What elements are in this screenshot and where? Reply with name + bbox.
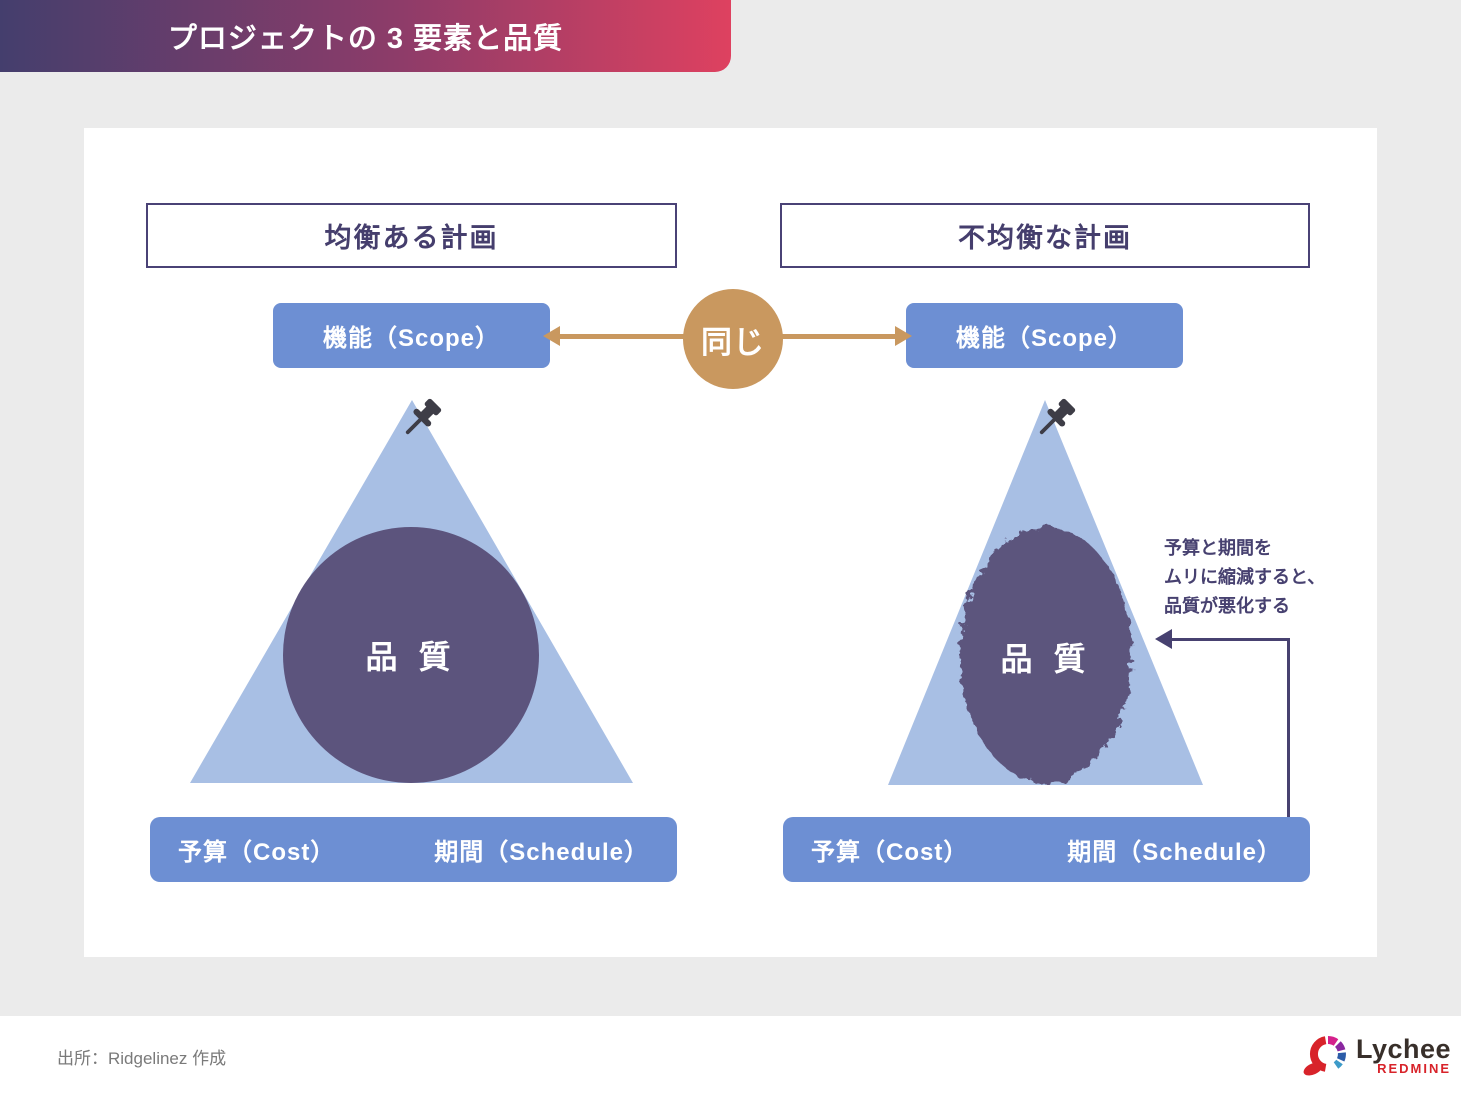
header-bar: プロジェクトの 3 要素と品質 <box>0 0 731 72</box>
right-scope-box: 機能（Scope） <box>906 303 1183 368</box>
logo-subtext: REDMINE <box>1377 1061 1452 1076</box>
left-panel-title: 均衡ある計画 <box>324 223 499 253</box>
right-schedule-label: 期間（Schedule） <box>1067 839 1282 866</box>
same-arrow-left-line <box>558 334 685 339</box>
left-cost-schedule-bar: 予算（Cost） 期間（Schedule） <box>150 817 677 882</box>
left-schedule-label: 期間（Schedule） <box>434 839 649 866</box>
bent-arrow-vertical <box>1287 639 1290 817</box>
bent-arrow-icon <box>1155 629 1172 649</box>
page-title: プロジェクトの 3 要素と品質 <box>167 23 564 55</box>
lychee-ring-icon <box>1303 1035 1346 1076</box>
bent-arrow-horizontal <box>1170 638 1290 641</box>
footer-band <box>0 1016 1461 1098</box>
annotation-line-2: ムリに縮減すると、 <box>1164 567 1326 587</box>
pushpin-icon <box>1039 398 1076 435</box>
left-triangle <box>190 400 633 783</box>
lychee-redmine-logo: Lychee REDMINE <box>1302 1032 1451 1080</box>
right-cost-schedule-bar: 予算（Cost） 期間（Schedule） <box>783 817 1310 882</box>
same-badge: 同じ <box>683 289 783 389</box>
annotation-line-1: 予算と期間を <box>1164 538 1272 558</box>
annotation-line-3: 品質が悪化する <box>1164 596 1290 616</box>
same-arrow-right-line <box>778 334 896 339</box>
left-panel-title-box: 均衡ある計画 <box>146 203 677 268</box>
logo-name: Lychee <box>1356 1034 1452 1064</box>
right-panel-title: 不均衡な計画 <box>958 223 1132 253</box>
annotation-text: 予算と期間を ムリに縮減すると、 品質が悪化する <box>1164 534 1325 621</box>
arrow-right-icon <box>895 326 912 346</box>
right-quality-label: 品 質 <box>1000 641 1092 677</box>
left-scope-box: 機能（Scope） <box>273 303 550 368</box>
left-quality-label: 品 質 <box>365 639 457 675</box>
right-cost-label: 予算（Cost） <box>811 839 969 866</box>
right-triangle <box>888 400 1203 785</box>
logo-text: Lychee REDMINE <box>1356 1036 1451 1076</box>
arrow-left-icon <box>543 326 560 346</box>
left-cost-label: 予算（Cost） <box>178 839 336 866</box>
right-panel-title-box: 不均衡な計画 <box>780 203 1310 268</box>
source-credit: 出所：Ridgelinez 作成 <box>57 1049 227 1068</box>
pushpin-icon <box>405 398 442 435</box>
